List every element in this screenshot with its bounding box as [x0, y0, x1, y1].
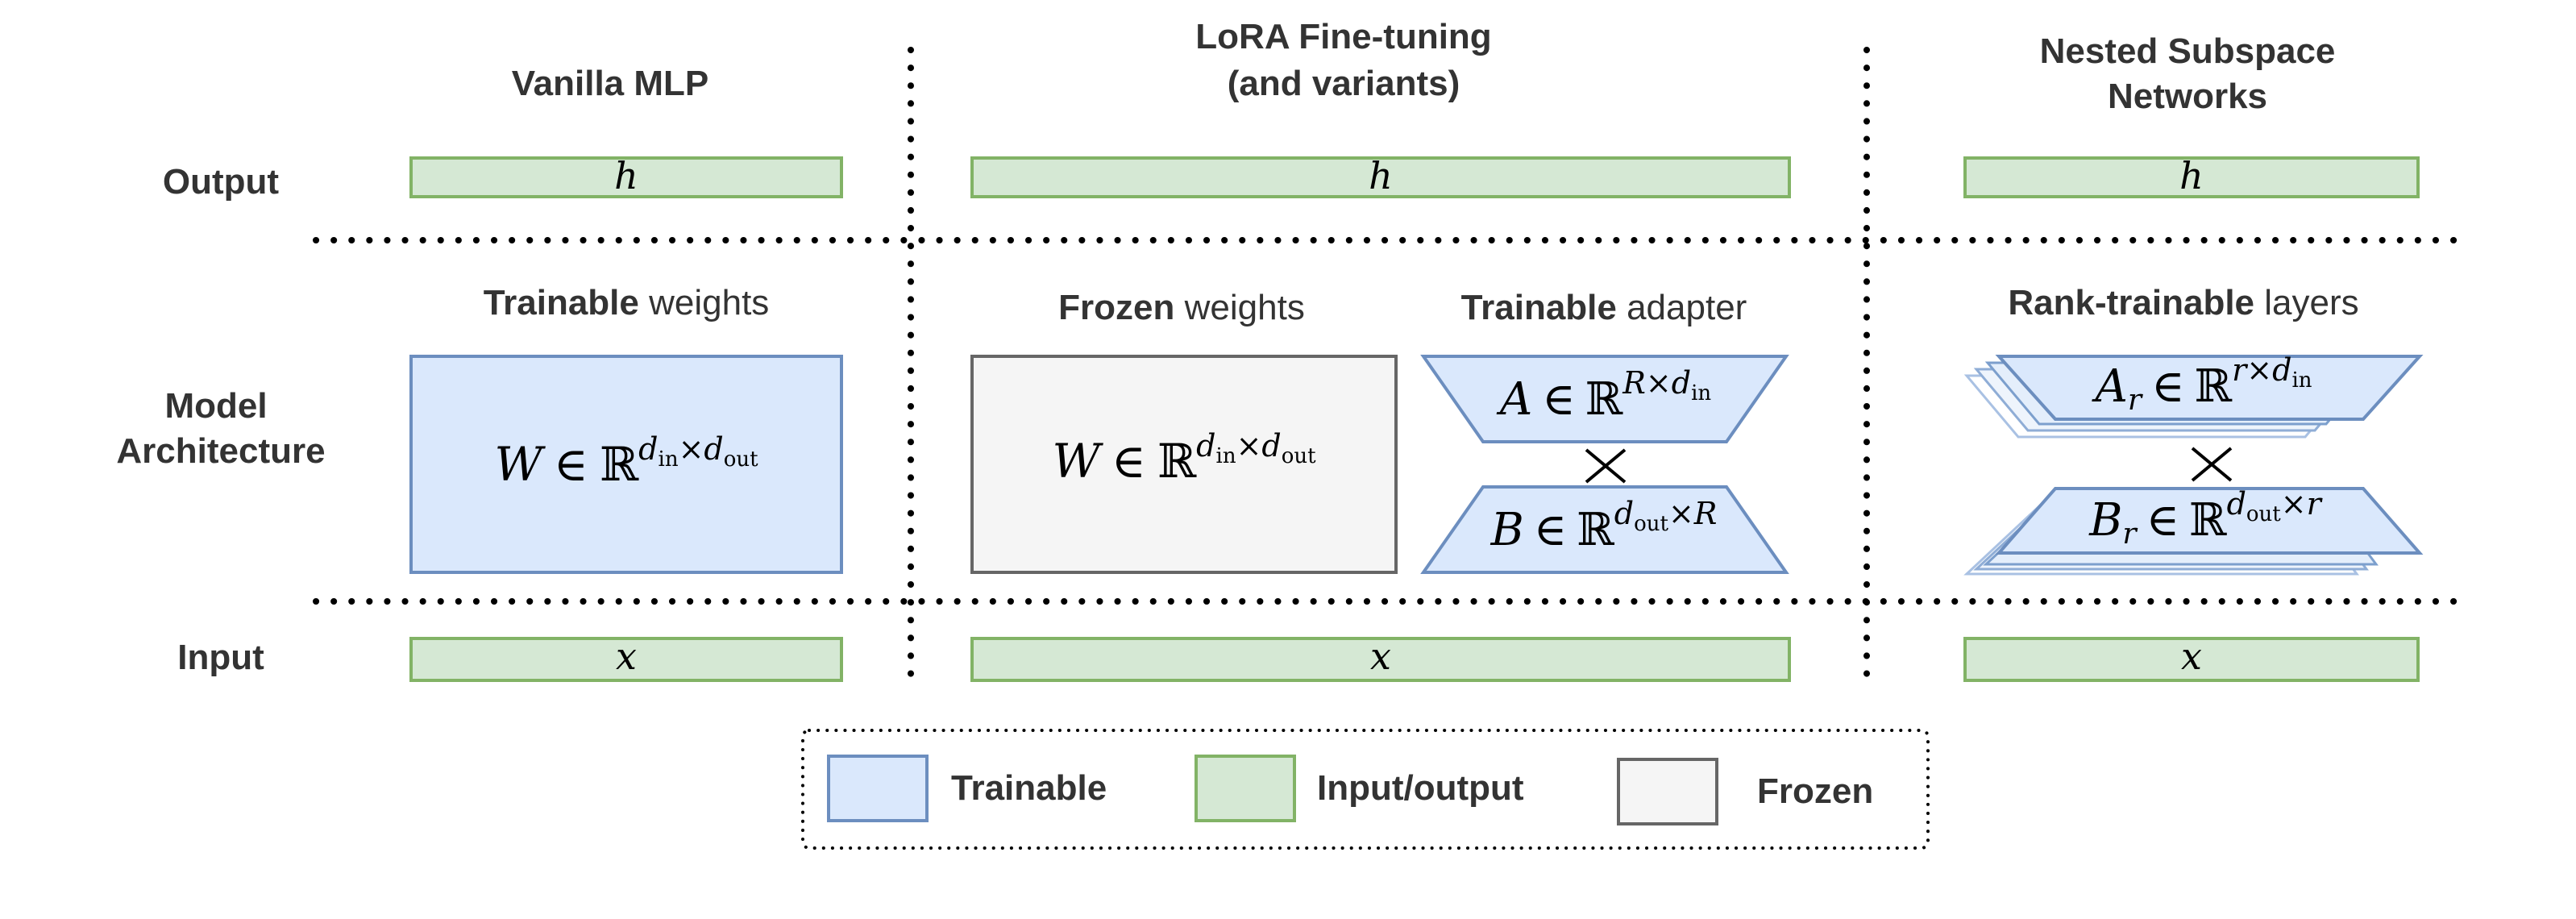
legend-label-frozen: Frozen	[1757, 771, 1873, 811]
input-label-nested: x	[2181, 634, 2202, 678]
input-label-vanilla: x	[616, 634, 637, 678]
column-title-nested-line2: Networks	[2108, 77, 2267, 116]
input-label-lora: x	[1370, 634, 1391, 678]
sublabel-lora-adapter: Trainable adapter	[1461, 288, 1747, 327]
vanilla-weight-formula: W∈ℝdin×dout	[494, 431, 758, 492]
nested-br-layer-front	[1995, 487, 2424, 555]
nested-ar-stack	[1963, 355, 2424, 439]
nested-ar-layer-front	[1995, 355, 2424, 421]
legend-swatch-io	[1195, 755, 1296, 822]
nested-br-formula: Br∈ℝdout×r	[2088, 486, 2323, 551]
legend-swatch-trainable	[827, 755, 929, 822]
lora-adapter-b-formula: B∈ℝdout×R	[1490, 496, 1718, 556]
legend-swatch-frozen	[1617, 758, 1718, 825]
column-title-nested-line1: Nested Subspace	[2040, 31, 2336, 71]
output-bar-nested	[1963, 156, 2420, 198]
column-title-lora-line2: (and variants)	[1228, 64, 1460, 103]
row-label-model-line1: Model	[164, 386, 267, 426]
nested-ar-formula: Ar∈ℝr×din	[2091, 352, 2312, 417]
input-bar-nested	[1963, 637, 2420, 682]
row-label-model-line2: Architecture	[116, 431, 325, 471]
output-bar-vanilla	[409, 156, 843, 198]
column-title-vanilla: Vanilla MLP	[512, 64, 709, 103]
row-label-output: Output	[163, 162, 280, 202]
column-title-lora-line1: LoRA Fine-tuning	[1195, 17, 1491, 56]
row-label-input: Input	[177, 638, 264, 677]
output-bars: h h h	[409, 154, 2420, 198]
separators	[313, 47, 2470, 687]
lora-frozen-weight-formula: W∈ℝdin×dout	[1052, 428, 1316, 489]
input-bar-vanilla	[409, 637, 843, 682]
output-label-vanilla: h	[614, 154, 638, 198]
input-bar-lora	[970, 637, 1791, 682]
lora-adapter-b-shape	[1420, 485, 1789, 574]
output-label-lora: h	[1369, 154, 1393, 198]
legend-label-io: Input/output	[1317, 768, 1524, 808]
sublabel-vanilla: Trainable weights	[484, 283, 770, 322]
sublabel-nested: Rank-trainable layers	[2008, 283, 2358, 322]
legend-label-trainable: Trainable	[951, 768, 1107, 808]
nested-br-stack	[1963, 487, 2424, 576]
output-bar-lora	[970, 156, 1791, 198]
input-bars: x x x	[409, 634, 2420, 682]
sublabel-lora-frozen: Frozen weights	[1058, 288, 1305, 327]
legend: Trainable Input/output Frozen	[801, 729, 1930, 850]
lora-adapter-a-formula: A∈ℝR×din	[1496, 365, 1712, 426]
lora-frozen-weight-box	[970, 355, 1398, 574]
nested-product-icon	[2191, 447, 2233, 482]
lora-adapter-a-shape	[1420, 355, 1789, 443]
lora-product-icon	[1585, 448, 1627, 484]
vanilla-weight-box	[409, 355, 843, 574]
legend-frame	[801, 729, 1930, 850]
output-label-nested: h	[2179, 154, 2204, 198]
